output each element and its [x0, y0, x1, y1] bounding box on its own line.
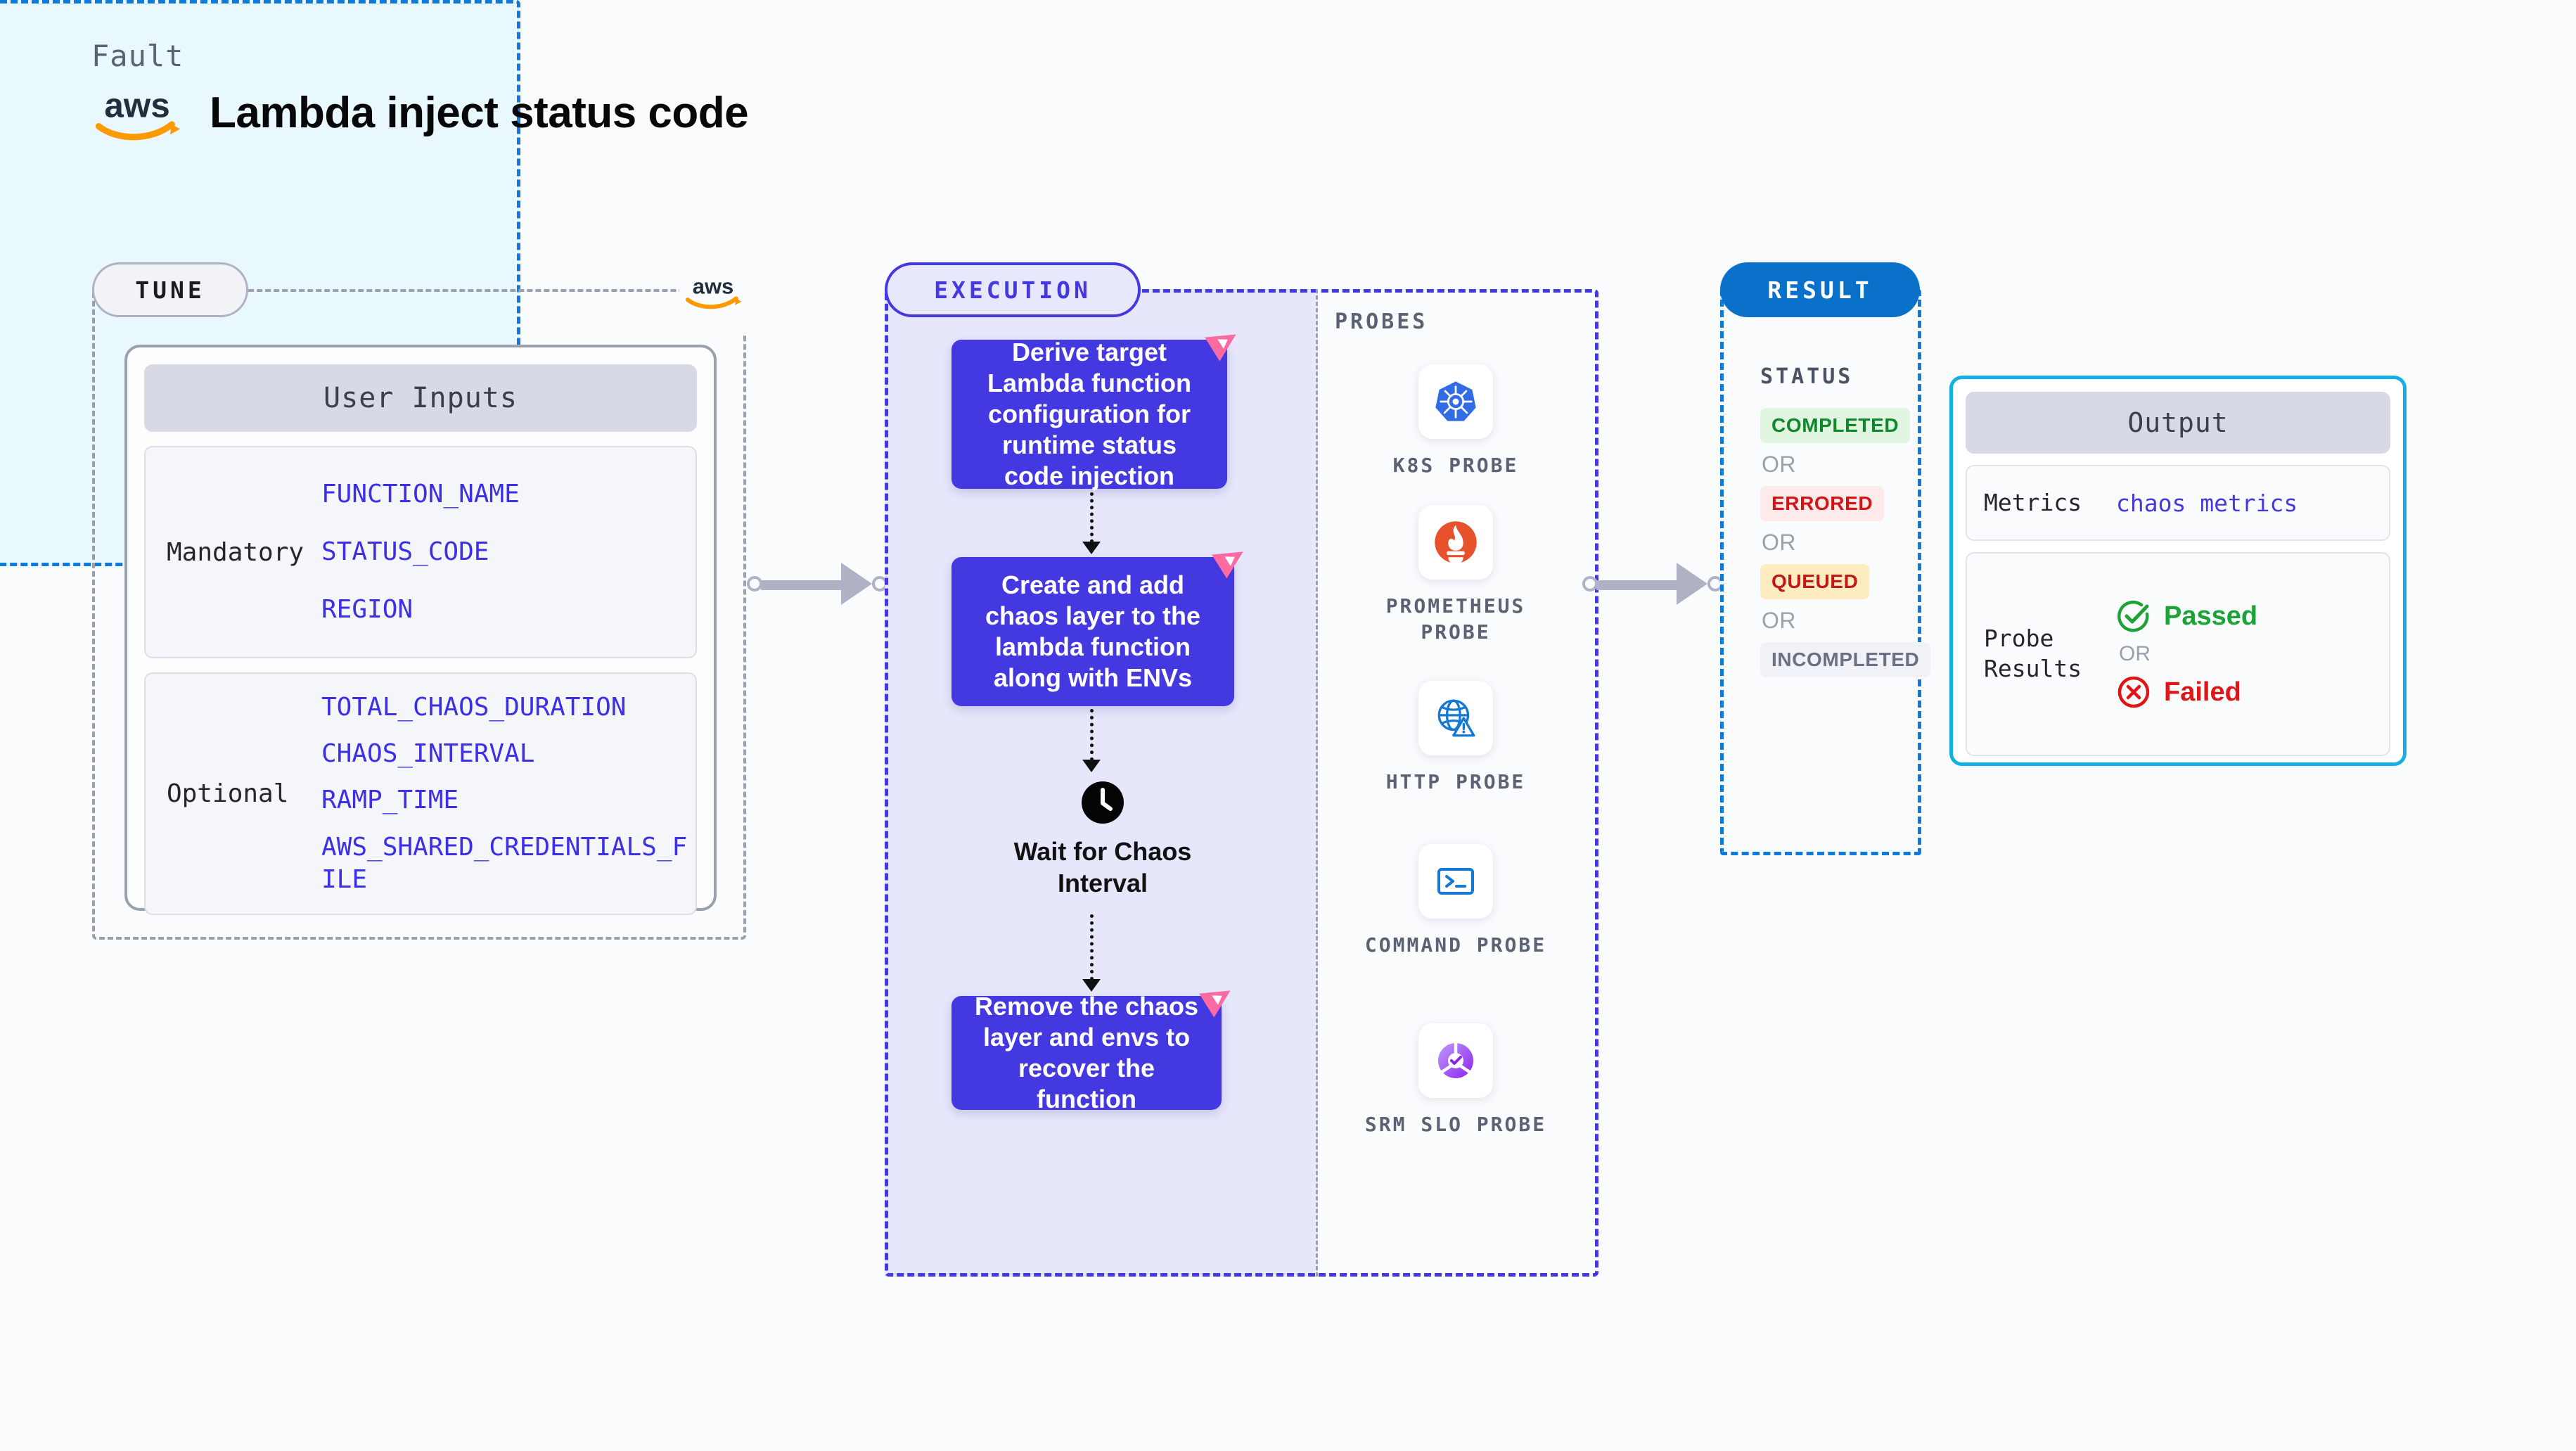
input-variable: RAMP_TIME	[321, 786, 459, 815]
probe-results-label: Probe Results	[1984, 625, 2082, 682]
chaos-flag-icon	[1198, 979, 1237, 1018]
flow-arrow	[1082, 492, 1101, 554]
status-label: STATUS	[1760, 364, 1854, 389]
stage-badge-execution[interactable]: EXECUTION	[885, 262, 1141, 317]
connector-arrowhead	[841, 563, 872, 605]
probe-item[interactable]: PROMETHEUS PROBE	[1350, 505, 1561, 646]
svg-text:aws: aws	[693, 274, 734, 299]
probe-item[interactable]: K8S PROBE	[1350, 364, 1561, 479]
output-title: Output	[1966, 392, 2390, 454]
probe-result-or: OR	[2119, 642, 2151, 665]
stage-badge-tune[interactable]: TUNE	[92, 262, 248, 317]
execution-step-box[interactable]: Remove the chaos layer and envs to recov…	[951, 990, 1231, 1113]
metrics-value: chaos metrics	[2116, 489, 2298, 517]
execution-step-box[interactable]: Derive target Lambda function configurat…	[951, 334, 1236, 490]
input-variable: STATUS_CODE	[321, 537, 489, 566]
failed-label: Failed	[2164, 677, 2241, 707]
input-variable: CHAOS_INTERVAL	[321, 739, 535, 769]
mandatory-inputs-section: Mandatory FUNCTION_NAME STATUS_CODE REGI…	[144, 446, 697, 658]
aws-provider-icon: aws	[679, 251, 747, 333]
probe-name: SRM SLO PROBE	[1364, 1113, 1547, 1136]
stage-badge-result[interactable]: RESULT	[1720, 262, 1920, 317]
mandatory-label: Mandatory	[167, 537, 305, 567]
execution-panel	[885, 289, 1598, 1277]
wait-label: Wait for Chaos Interval	[1013, 837, 1192, 897]
execution-step-box[interactable]: Create and add chaos layer to the lambda…	[951, 551, 1243, 706]
probe-item[interactable]: HTTP PROBE	[1350, 681, 1561, 795]
connector-arrowhead	[1677, 563, 1707, 605]
probes-label: PROBES	[1335, 309, 1428, 334]
status-or: OR	[1762, 608, 1796, 633]
chaos-flag-icon	[1210, 540, 1250, 580]
x-circle-icon	[2116, 675, 2151, 710]
fault-label: Fault	[91, 39, 184, 73]
input-variable: FUNCTION_NAME	[321, 479, 520, 509]
terminal-icon	[1418, 844, 1493, 919]
connector-start-dot	[1582, 576, 1598, 592]
probe-item[interactable]: COMMAND PROBE	[1350, 844, 1561, 959]
status-or: OR	[1762, 452, 1796, 477]
check-circle-icon	[2116, 599, 2151, 634]
passed-label: Passed	[2164, 601, 2258, 631]
flow-arrow	[1082, 914, 1101, 992]
probes-divider	[1316, 289, 1318, 1277]
status-or: OR	[1762, 530, 1796, 555]
input-variable: TOTAL_CHAOS_DURATION	[321, 693, 627, 722]
execution-step-text: Create and add chaos layer to the lambda…	[985, 570, 1201, 692]
connector-tune-to-execution	[747, 563, 887, 605]
execution-step-text: Remove the chaos layer and envs to recov…	[974, 992, 1199, 1113]
page-title: Lambda inject status code	[210, 88, 749, 137]
wait-for-chaos-interval-node: Wait for Chaos Interval	[990, 781, 1215, 899]
probe-name: K8S PROBE	[1392, 454, 1519, 477]
chaos-flag-icon	[1203, 323, 1243, 362]
clock-icon	[1081, 781, 1124, 824]
kubernetes-icon	[1418, 364, 1493, 439]
probe-item[interactable]: SRM SLO PROBE	[1350, 1023, 1561, 1138]
page-header: Fault aws Lambda inject status code	[91, 39, 749, 145]
probe-name: HTTP PROBE	[1385, 770, 1526, 793]
optional-inputs-section: Optional TOTAL_CHAOS_DURATION CHAOS_INTE…	[144, 672, 697, 915]
execution-step-text: Derive target Lambda function configurat…	[987, 338, 1191, 490]
srm-slo-icon	[1418, 1023, 1493, 1098]
aws-logo: aws	[91, 80, 183, 145]
input-variable: REGION	[321, 595, 414, 625]
metrics-row: Metrics chaos metrics	[1966, 465, 2390, 541]
verdict-failed: Failed	[2116, 675, 2257, 710]
metrics-label: Metrics	[1984, 488, 2082, 516]
connector-line	[761, 580, 857, 590]
svg-text:aws: aws	[104, 87, 169, 125]
probe-name: PROMETHEUS PROBE	[1385, 594, 1526, 644]
connector-start-dot	[747, 576, 762, 592]
status-badge: ERRORED	[1760, 486, 1885, 521]
optional-label: Optional	[167, 779, 289, 808]
output-card: Output Metrics chaos metrics Probe Resul…	[1949, 376, 2407, 766]
status-list: COMPLETED OR ERRORED OR QUEUED OR INCOMP…	[1760, 408, 1931, 677]
probe-results-row: Probe Results Passed OR	[1966, 552, 2390, 756]
connector-execution-to-result	[1582, 563, 1723, 605]
user-inputs-title: User Inputs	[144, 364, 697, 432]
user-inputs-card: User Inputs Mandatory FUNCTION_NAME STAT…	[124, 345, 717, 915]
prometheus-icon	[1418, 505, 1493, 580]
status-badge: QUEUED	[1760, 564, 1870, 599]
verdict-passed: Passed	[2116, 599, 2257, 634]
status-badge: COMPLETED	[1760, 408, 1911, 443]
input-variable: AWS_SHARED_CREDENTIALS_FILE	[321, 832, 688, 894]
status-badge: INCOMPLETED	[1760, 642, 1931, 677]
http-globe-icon	[1418, 681, 1493, 755]
tune-panel	[92, 289, 746, 940]
connector-line	[1596, 580, 1692, 590]
probe-name: COMMAND PROBE	[1364, 933, 1547, 957]
flow-arrow	[1082, 709, 1101, 772]
